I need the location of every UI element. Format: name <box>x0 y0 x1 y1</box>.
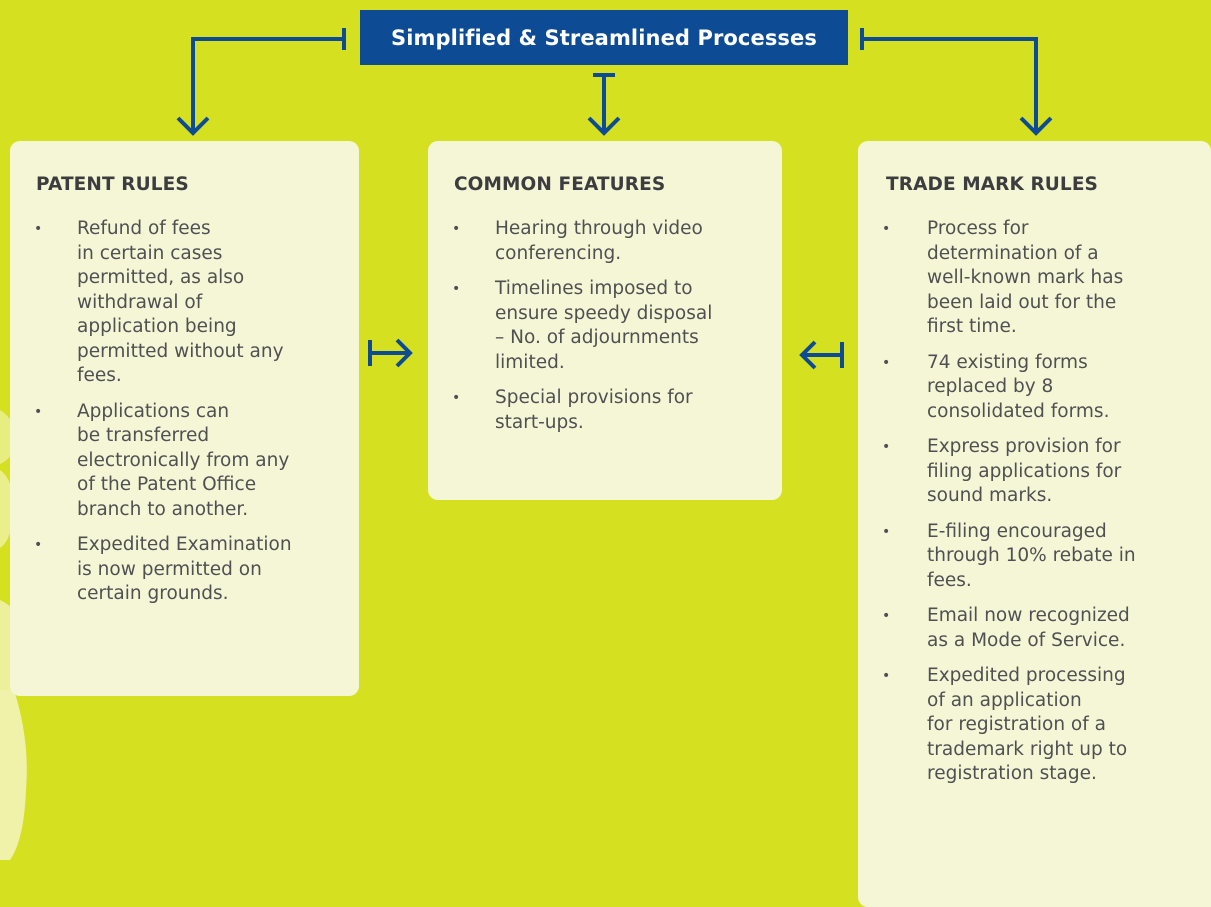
list-item-text: Hearing through video conferencing. <box>495 218 703 264</box>
list-item-text: Refund of fees in certain cases permitte… <box>77 218 284 386</box>
panel-common-features: COMMON FEATURES • Hearing through video c… <box>428 141 782 500</box>
bullet-icon: • <box>34 403 43 420</box>
list-item-text: Applications can be transferred electron… <box>77 400 290 520</box>
panel-heading: COMMON FEATURES <box>454 174 666 195</box>
list-item: • Process for determination of a well-kno… <box>858 217 1177 340</box>
panel-heading: PATENT RULES <box>36 174 189 195</box>
bullet-icon: • <box>882 608 891 624</box>
panel-heading: TRADE MARK RULES <box>886 174 1098 195</box>
list-item: • Refund of fees in certain cases permitt… <box>10 217 347 389</box>
title-text: Simplified & Streamlined Processes <box>391 25 817 50</box>
list-item-text: Email now recognized as a Mode of Servic… <box>927 605 1130 651</box>
bullet-icon: • <box>882 354 891 371</box>
bullet-icon: • <box>452 221 461 237</box>
list-item: • Email now recognized as a Mode of Servi… <box>858 604 1177 653</box>
list-item: • Special provisions for start-ups. <box>428 386 765 435</box>
bullet-icon: • <box>882 523 891 540</box>
list-item: • Expedited Examination is now permitted … <box>10 533 347 607</box>
connector-title-to-patent <box>191 37 344 132</box>
list-item-text: Express provision for filing application… <box>927 436 1122 506</box>
list-item-text: Expedited processing of an application f… <box>927 665 1128 784</box>
list-item: • 74 existing forms replaced by 8 consoli… <box>858 351 1177 425</box>
bullet-icon: • <box>882 668 891 684</box>
title-box: Simplified & Streamlined Processes <box>360 10 848 65</box>
bullet-icon: • <box>452 281 461 297</box>
list-item-text: 74 existing forms replaced by 8 consolid… <box>927 351 1110 422</box>
bullet-icon: • <box>882 221 891 237</box>
panel-trade-mark-rules: TRADE MARK RULES • Process for determinat… <box>858 141 1211 907</box>
list-item-text: E-filing encouraged through 10% rebate i… <box>927 520 1136 591</box>
bullet-list: • Refund of fees in certain cases permitt… <box>10 217 347 618</box>
list-item: • Hearing through video conferencing. <box>428 217 765 266</box>
bullet-list: • Process for determination of a well-kno… <box>858 217 1177 798</box>
list-item-text: Process for determination of a well-know… <box>927 218 1124 337</box>
list-item: • E-filing encouraged through 10% rebate … <box>858 520 1177 594</box>
list-item-text: Timelines imposed to ensure speedy dispo… <box>495 278 713 373</box>
list-item: • Timelines imposed to ensure speedy disp… <box>428 277 765 375</box>
arrow-trademark-to-common <box>799 340 844 370</box>
bullet-icon: • <box>34 537 43 553</box>
arrow-patent-to-common <box>368 338 413 368</box>
panel-patent-rules: PATENT RULES • Refund of fees in certain … <box>10 141 359 696</box>
list-item: • Express provision for filing applicatio… <box>858 435 1177 509</box>
bullet-icon: • <box>34 221 43 237</box>
connector-title-to-trademark <box>862 37 1038 132</box>
list-item-text: Expedited Examination is now permitted o… <box>77 534 292 604</box>
bullet-icon: • <box>882 439 891 455</box>
bullet-icon: • <box>452 390 461 406</box>
list-item: • Applications can be transferred electro… <box>10 400 347 523</box>
bullet-list: • Hearing through video conferencing. • Ti… <box>428 217 765 446</box>
list-item: • Expedited processing of an application … <box>858 664 1177 787</box>
list-item-text: Special provisions for start-ups. <box>495 387 693 433</box>
